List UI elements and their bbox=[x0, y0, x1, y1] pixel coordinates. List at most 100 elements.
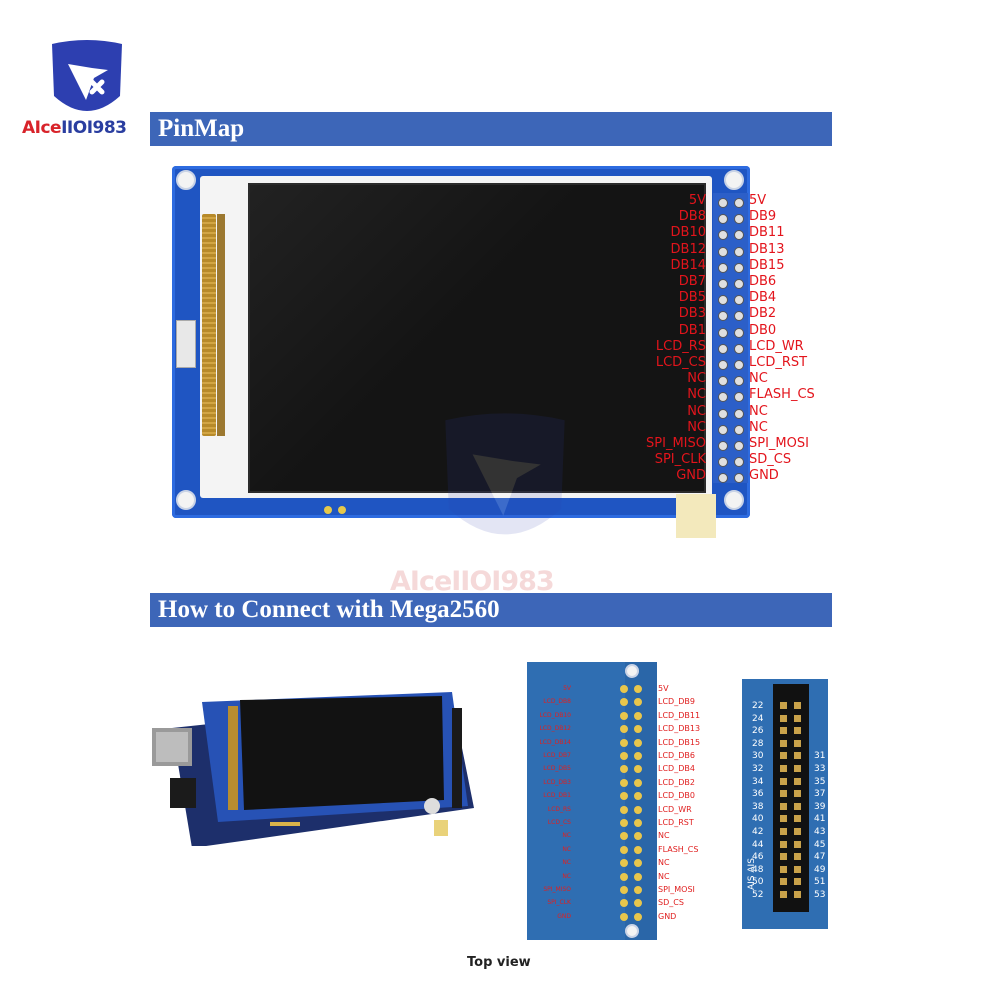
top-view-pin-pair bbox=[620, 910, 650, 924]
flex-cable-edge bbox=[217, 214, 225, 436]
top-view-label-right: SD_CS bbox=[658, 898, 684, 908]
solder-pad bbox=[338, 506, 346, 514]
pin-label-right: 5V bbox=[749, 193, 767, 208]
mega-pin bbox=[780, 752, 787, 760]
top-view-pin bbox=[620, 792, 628, 801]
pin-label-left: DB1 bbox=[678, 322, 706, 338]
top-view-pin bbox=[620, 778, 628, 787]
mega-pin bbox=[794, 853, 801, 861]
top-view-pin-pair bbox=[620, 709, 650, 723]
top-view-label-left: NC bbox=[562, 872, 571, 880]
top-view-pin bbox=[620, 912, 628, 921]
top-view-label-left: LCD_CS bbox=[547, 819, 571, 826]
top-view-label-right: 5V bbox=[658, 684, 669, 693]
top-view-pin-pair bbox=[620, 776, 650, 790]
top-view-pin bbox=[620, 832, 628, 841]
mega-pin-number-left: 38 bbox=[752, 801, 764, 812]
top-view-pin bbox=[634, 805, 642, 814]
top-view-pin-pair bbox=[620, 883, 650, 897]
top-view-label-right: NC bbox=[658, 858, 670, 868]
top-view-pin-pair bbox=[620, 829, 650, 843]
flex-cable bbox=[202, 214, 216, 436]
top-view-pin-pair bbox=[620, 749, 650, 763]
mega-pin-number-right: 49 bbox=[814, 864, 826, 875]
top-view-label-left: SPI_MISO bbox=[543, 886, 571, 893]
top-view-pin-pair bbox=[620, 722, 650, 736]
top-view-label-right: LCD_DB9 bbox=[658, 697, 695, 707]
header-pin bbox=[734, 198, 744, 208]
top-view-pin bbox=[634, 765, 642, 774]
mount-hole bbox=[625, 664, 639, 678]
header-pin bbox=[718, 198, 728, 208]
top-view-label-left: NC bbox=[562, 832, 571, 840]
pin-label-right: GND bbox=[749, 468, 779, 484]
header-pin bbox=[734, 441, 744, 451]
mega-pin-number-left: 22 bbox=[752, 701, 764, 711]
pin-label-left: DB8 bbox=[678, 209, 706, 225]
mega-pin-number-right: 37 bbox=[814, 789, 826, 800]
header-pin bbox=[718, 295, 728, 306]
top-view-label-right: NC bbox=[658, 831, 670, 841]
top-view-caption: Top view bbox=[467, 955, 531, 970]
pin-label-left: DB14 bbox=[670, 257, 706, 273]
top-view-pin bbox=[620, 738, 628, 747]
top-view-pin bbox=[620, 765, 628, 774]
top-view-pin bbox=[634, 698, 642, 707]
top-view-pin bbox=[634, 738, 642, 747]
top-view-pin bbox=[620, 685, 628, 693]
mount-hole bbox=[724, 490, 744, 510]
mega-pin-number-right: 47 bbox=[814, 852, 826, 863]
top-view-pin bbox=[634, 899, 642, 908]
header-pin bbox=[734, 343, 744, 354]
header-pin bbox=[734, 473, 744, 484]
header-pin bbox=[718, 279, 728, 289]
top-view-pin bbox=[634, 819, 642, 827]
mega-pin bbox=[780, 702, 787, 709]
mega-pin bbox=[780, 765, 787, 772]
header-pin bbox=[718, 360, 728, 370]
pin-label-left: NC bbox=[687, 419, 706, 435]
mega-pin bbox=[780, 878, 787, 886]
mega-pin bbox=[794, 802, 801, 810]
mount-hole bbox=[176, 170, 196, 190]
top-view-label-right: NC bbox=[658, 871, 670, 881]
mega-pin bbox=[794, 790, 801, 798]
pin-label-right: DB4 bbox=[749, 290, 777, 306]
top-view-pin bbox=[634, 832, 642, 841]
mount-hole bbox=[724, 170, 744, 190]
pin-label-right: DB0 bbox=[749, 322, 777, 338]
mega-pin-number-left: 34 bbox=[752, 776, 764, 787]
mega-pin bbox=[780, 777, 787, 785]
top-view-label-left: LCD_DB1 bbox=[543, 792, 571, 800]
pin-label-right: NC bbox=[749, 371, 768, 387]
top-view-pin bbox=[634, 685, 642, 693]
top-view-pin bbox=[634, 859, 642, 868]
top-view-label-right: LCD_RST bbox=[658, 818, 694, 827]
mega-pin bbox=[794, 752, 801, 760]
pin-label-left: GND bbox=[676, 468, 706, 484]
mega-pin bbox=[780, 891, 787, 898]
header-pin bbox=[734, 262, 744, 273]
top-view-label-left: LCD_DB5 bbox=[543, 765, 571, 773]
header-pin bbox=[718, 262, 728, 273]
top-view-pin-pair bbox=[620, 856, 650, 870]
mega-pin-row: 24 bbox=[742, 713, 828, 725]
pin-label-right: DB6 bbox=[749, 274, 777, 289]
mega-pin bbox=[794, 702, 801, 709]
pin-label-left: DB7 bbox=[678, 274, 706, 289]
screen-reflection bbox=[250, 185, 704, 491]
mega-pin bbox=[780, 739, 787, 747]
mega-pin-number-right: 35 bbox=[814, 776, 826, 787]
solder-pad bbox=[324, 506, 332, 514]
pin-label-right: DB2 bbox=[749, 306, 777, 322]
top-view-pin bbox=[634, 725, 642, 734]
